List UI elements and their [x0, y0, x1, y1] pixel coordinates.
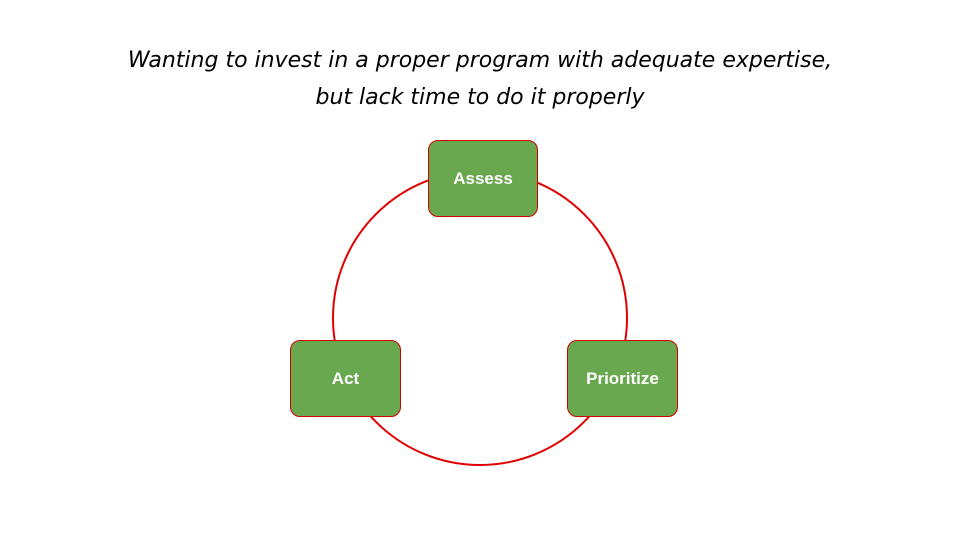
- node-prioritize-label: Prioritize: [586, 368, 659, 388]
- node-prioritize: Prioritize: [567, 340, 678, 417]
- node-assess-label: Assess: [453, 168, 513, 188]
- node-act-label: Act: [331, 368, 360, 388]
- node-assess: Assess: [428, 140, 538, 217]
- slide-caption: Wanting to invest in a proper program wi…: [0, 42, 960, 116]
- node-act: Act: [290, 340, 401, 417]
- caption-line-2: but lack time to do it properly: [315, 85, 645, 110]
- caption-line-1: Wanting to invest in a proper program wi…: [127, 48, 833, 73]
